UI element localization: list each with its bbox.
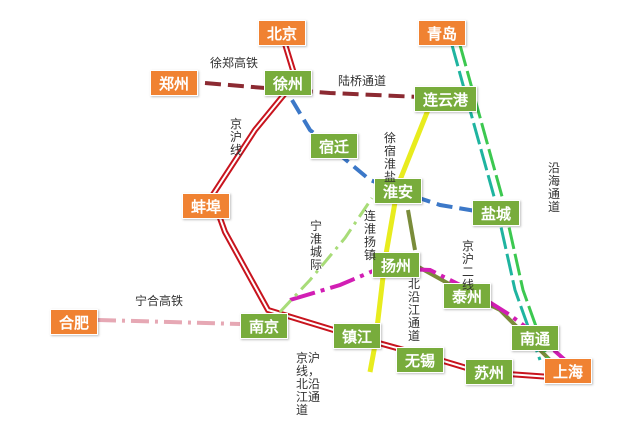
line-ninghuai [278, 197, 374, 314]
label-luqiao: 陆桥通道 [338, 74, 387, 88]
city-nanjing: 南京 [240, 313, 289, 339]
city-wuxi: 无锡 [396, 347, 445, 373]
line-ninghe [97, 318, 241, 326]
label-lianhuaiyang: 连淮扬镇 [364, 209, 377, 262]
label-xusuhuaiyan: 徐宿淮盐 [384, 131, 397, 184]
city-hefei: 合肥 [50, 309, 99, 335]
city-yangzhou: 扬州 [372, 252, 421, 278]
city-beijing: 北京 [258, 20, 307, 46]
city-taizhou: 泰州 [443, 283, 492, 309]
city-bengbu: 蚌埠 [182, 193, 231, 219]
city-qingdao: 青岛 [418, 20, 467, 46]
city-xuzhou: 徐州 [264, 70, 313, 96]
city-shanghai: 上海 [544, 358, 593, 384]
label-coastal: 沿海通道 [548, 161, 561, 214]
city-zhengzhou: 郑州 [150, 70, 199, 96]
label-ninghe: 宁合高铁 [135, 294, 184, 308]
label-beiyanjiang: 北沿江通道 [408, 277, 421, 343]
line-huaian-yangzhou [406, 209, 417, 251]
label-jinghu: 京沪线 [230, 117, 243, 157]
label-jinghu2: 京沪二线 [462, 239, 475, 292]
city-lianyungang: 连云港 [414, 86, 478, 112]
line-xuzheng-luqiao [204, 81, 421, 99]
label-xuzheng: 徐郑高铁 [210, 56, 259, 70]
city-zhenjiang: 镇江 [333, 323, 382, 349]
line-xusuhuaiyan [290, 98, 483, 214]
label-ninghuai: 宁淮城际 [310, 219, 323, 272]
city-huaian: 淮安 [374, 178, 423, 204]
city-suqian: 宿迁 [310, 133, 359, 159]
label-jinghu-beiyanjiang: 京沪线，北沿江通道 [296, 351, 321, 417]
city-nantong: 南通 [511, 325, 560, 351]
city-suzhou: 苏州 [465, 359, 514, 385]
city-yancheng: 盐城 [472, 200, 521, 226]
line-jinghu [208, 43, 566, 381]
